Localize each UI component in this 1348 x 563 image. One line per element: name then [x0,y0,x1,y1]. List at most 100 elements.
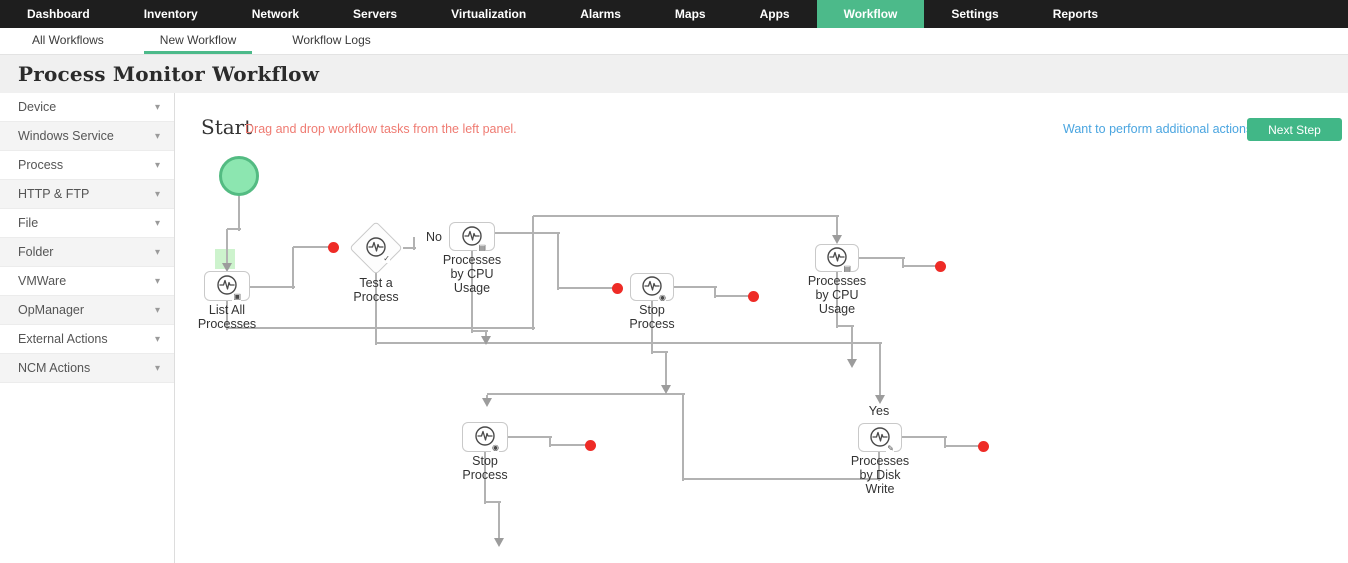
connector-line [471,250,473,333]
connector-endpoint-dot[interactable] [747,290,759,302]
nav-item-reports[interactable]: Reports [1052,7,1099,21]
connector-line [902,436,947,438]
stop-process-node-2[interactable]: ◉ [462,422,508,452]
stop-badge-icon: ◉ [658,293,666,302]
sidebar-item-ncm-actions[interactable]: NCM Actions▾ [0,354,174,383]
processes-by-cpu-usage-node-2[interactable]: ▤ [815,244,859,273]
connector-line [413,237,415,250]
list-all-processes-node[interactable]: ▣ [204,271,250,301]
tab-new-workflow[interactable]: New Workflow [143,28,253,54]
drop-target-highlight [215,249,235,269]
sidebar-item-process[interactable]: Process ▾ [0,151,174,180]
sidebar-item-vmware[interactable]: VMWare▾ [0,267,174,296]
stop-process-node-1[interactable]: ◉ [630,273,674,302]
connector-line [836,216,838,240]
sidebar-item-folder[interactable]: Folder ▾ [0,238,174,267]
chevron-down-icon[interactable]: ▾ [154,246,160,258]
page-title: Process Monitor Workflow [18,62,320,86]
nav-item-network[interactable]: Network [251,7,300,21]
connector-line [715,295,749,297]
connector-line [486,395,488,402]
doc-badge-icon: ▣ [232,292,241,301]
connector-endpoint-dot[interactable] [934,260,946,272]
node-label: Stop Process [462,454,508,482]
tab-all-workflows[interactable]: All Workflows [32,32,104,47]
task-palette-sidebar: Device▾Windows Service▾Process▾HTTP & FT… [0,93,175,563]
nav-item-settings[interactable]: Settings [951,7,999,21]
connector-line [558,287,613,289]
node-label: Processes by Disk Write [850,454,910,496]
pulse-monitor-icon: ◉ [639,274,666,302]
connector-line [533,215,839,217]
arrowhead-down-icon [875,395,885,404]
connector-endpoint-dot[interactable] [977,440,989,452]
connector-endpoint-dot[interactable] [611,282,623,294]
connector-line [714,287,716,298]
connector-line [508,436,552,438]
additional-actions-link[interactable]: Want to perform additional actions? [1063,122,1260,136]
branch-label-no: No [426,230,442,244]
connector-line [250,286,295,288]
sidebar-item-opmanager[interactable]: OpManager ▾ [0,296,174,325]
pencil-badge-icon: ✎ [886,443,894,453]
sidebar-item-label: Device [18,100,57,114]
chevron-down-icon[interactable]: ▾ [154,130,160,142]
chevron-down-icon[interactable]: ▾ [154,159,160,171]
connector-line [549,437,551,447]
connector-line [651,301,653,354]
top-navigation: Dashboard Inventory Network Servers Virtuali… [0,0,1348,28]
connector-line [495,232,560,234]
sidebar-item-label: HTTP & FTP [18,187,90,201]
sidebar-item-label: Process [18,158,64,172]
connector-line [903,265,936,267]
sidebar-item-http-ftp[interactable]: HTTP & FTP ▾ [0,180,174,209]
nav-item-dashboard[interactable]: Dashboard [27,7,90,21]
connector-line [674,286,717,288]
sidebar-item-device[interactable]: Device ▾ [0,93,174,122]
file-badge-icon: ▤ [477,242,486,252]
connector-line [403,247,416,249]
chevron-down-icon[interactable]: ▾ [154,101,160,113]
processes-by-disk-write-node[interactable]: ✎ [858,423,902,453]
sidebar-item-external-actions[interactable]: External Actions▾ [0,325,174,354]
workflow-tabbar: All Workflows New Workflow Workflow Logs [0,28,1348,55]
sidebar-item-file[interactable]: File▾ [0,209,174,238]
connector-line [902,258,904,268]
connector-endpoint-dot[interactable] [327,241,339,253]
test-a-process-decision[interactable] [349,221,403,275]
sidebar-item-windows-service[interactable]: Windows Service▾ [0,122,174,151]
nav-item-inventory[interactable]: Inventory [143,7,198,21]
processes-by-cpu-usage-node-1[interactable]: ▤ [449,222,495,252]
nav-item-alarms[interactable]: Alarms [580,7,621,21]
next-step-button[interactable]: Next Step [1247,118,1342,141]
chevron-down-icon[interactable]: ▾ [154,275,160,287]
file-badge-icon: ▤ [842,264,851,273]
node-label: Stop Process [629,303,675,331]
connector-line [878,452,880,481]
drag-drop-hint: Drag and drop workflow tasks from the le… [245,122,517,136]
chevron-down-icon[interactable]: ▾ [154,188,160,200]
start-heading: Start [201,115,253,139]
chevron-down-icon[interactable]: ▾ [154,304,160,316]
arrowhead-down-icon [847,359,857,368]
nav-item-virtualization[interactable]: Virtualization [451,7,527,21]
pulse-monitor-icon: ▤ [459,224,486,252]
connector-line [652,351,668,353]
tab-workflow-logs[interactable]: Workflow Logs [292,32,371,47]
start-node[interactable] [219,156,259,196]
sidebar-item-label: Folder [18,245,54,259]
connector-line [498,502,500,542]
chevron-down-icon[interactable]: ▾ [154,217,160,229]
connector-line [945,445,979,447]
nav-item-apps[interactable]: Apps [759,7,790,21]
connector-line [292,247,294,289]
pulse-monitor-icon: ▤ [824,245,851,273]
sidebar-item-label: OpManager [18,303,85,317]
chevron-down-icon[interactable]: ▾ [154,362,160,374]
nav-item-servers[interactable]: Servers [353,7,398,21]
nav-item-workflow[interactable]: Workflow [816,0,925,28]
connector-endpoint-dot[interactable] [584,439,596,451]
pulse-monitor-icon: ✎ [867,425,894,453]
nav-item-maps[interactable]: Maps [674,7,706,21]
chevron-down-icon[interactable]: ▾ [154,333,160,345]
